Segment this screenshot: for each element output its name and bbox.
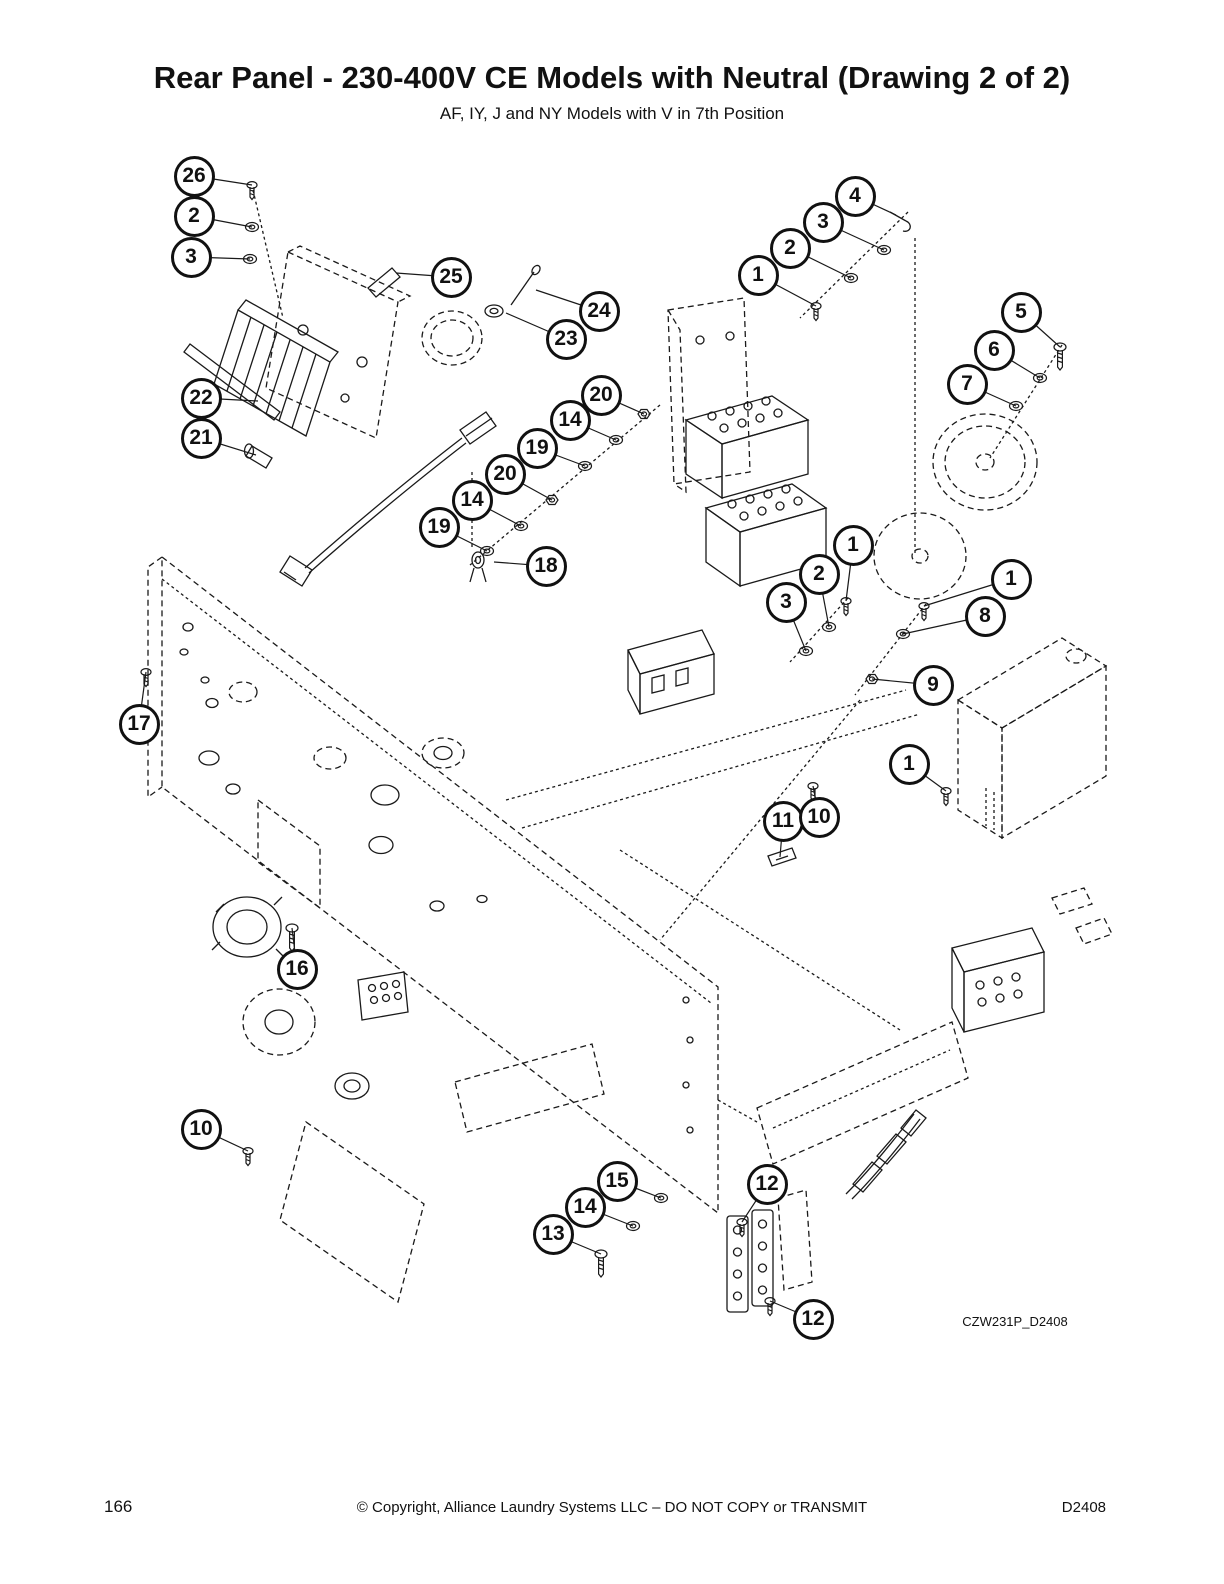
electrical-box bbox=[956, 637, 1108, 840]
terminal-block-assembly bbox=[726, 1021, 969, 1313]
callout-3: 3 bbox=[765, 581, 807, 623]
callout-14: 14 bbox=[564, 1186, 606, 1228]
callout-11: 11 bbox=[762, 800, 804, 842]
page-title: Rear Panel - 230-400V CE Models with Neu… bbox=[153, 60, 1071, 95]
mounting-bracket bbox=[667, 297, 751, 494]
callout-19: 19 bbox=[418, 506, 460, 548]
alignment-lines bbox=[469, 211, 1063, 1123]
page-subtitle: AF, IY, J and NY Models with V in 7th Po… bbox=[439, 104, 785, 123]
callout-19: 19 bbox=[516, 427, 558, 469]
callout-2: 2 bbox=[173, 195, 215, 237]
switch-bracket bbox=[627, 629, 715, 715]
callout-1: 1 bbox=[990, 558, 1032, 600]
callout-9: 9 bbox=[912, 664, 954, 706]
callout-2: 2 bbox=[769, 227, 811, 269]
callout-10: 10 bbox=[798, 796, 840, 838]
callout-17: 17 bbox=[118, 703, 160, 745]
callout-25: 25 bbox=[430, 256, 472, 298]
page-footer: 166 © Copyright, Alliance Laundry System… bbox=[0, 1497, 1224, 1529]
contactor-blocks bbox=[684, 395, 828, 588]
callout-8: 8 bbox=[964, 595, 1006, 637]
callout-7: 7 bbox=[946, 363, 988, 405]
callout-6: 6 bbox=[973, 329, 1015, 371]
callout-13: 13 bbox=[532, 1213, 574, 1255]
callout-4: 4 bbox=[834, 175, 876, 217]
callout-14: 14 bbox=[451, 479, 493, 521]
doc-number: D2408 bbox=[1061, 1499, 1106, 1516]
callout-16: 16 bbox=[276, 948, 318, 990]
copyright-text: © Copyright, Alliance Laundry Systems LL… bbox=[356, 1499, 868, 1516]
callout-24: 24 bbox=[578, 290, 620, 332]
relay-block bbox=[951, 887, 1113, 1033]
callout-20: 20 bbox=[484, 453, 526, 495]
callout-23: 23 bbox=[545, 318, 587, 360]
callout-1: 1 bbox=[888, 743, 930, 785]
callout-14: 14 bbox=[549, 399, 591, 441]
blower-opening bbox=[873, 413, 1038, 600]
lower-panels bbox=[279, 1043, 605, 1304]
callout-3: 3 bbox=[170, 236, 212, 278]
callout-22: 22 bbox=[180, 377, 222, 419]
callout-12: 12 bbox=[746, 1163, 788, 1205]
callout-21: 21 bbox=[180, 417, 222, 459]
callout-1: 1 bbox=[737, 254, 779, 296]
callout-5: 5 bbox=[1000, 291, 1042, 333]
callout-12: 12 bbox=[792, 1298, 834, 1340]
page-header: Rear Panel - 230-400V CE Models with Neu… bbox=[0, 60, 1224, 124]
callout-2: 2 bbox=[798, 553, 840, 595]
callout-18: 18 bbox=[525, 545, 567, 587]
power-connector bbox=[357, 971, 409, 1021]
strain-relief-parts bbox=[211, 896, 370, 1100]
diagram-code: CZW231P_D2408 bbox=[962, 1314, 1068, 1329]
callout-26: 26 bbox=[173, 155, 215, 197]
callout-10: 10 bbox=[180, 1108, 222, 1150]
callout-1: 1 bbox=[832, 524, 874, 566]
callout-15: 15 bbox=[596, 1160, 638, 1202]
callout-3: 3 bbox=[802, 201, 844, 243]
page-number: 166 bbox=[104, 1497, 133, 1516]
